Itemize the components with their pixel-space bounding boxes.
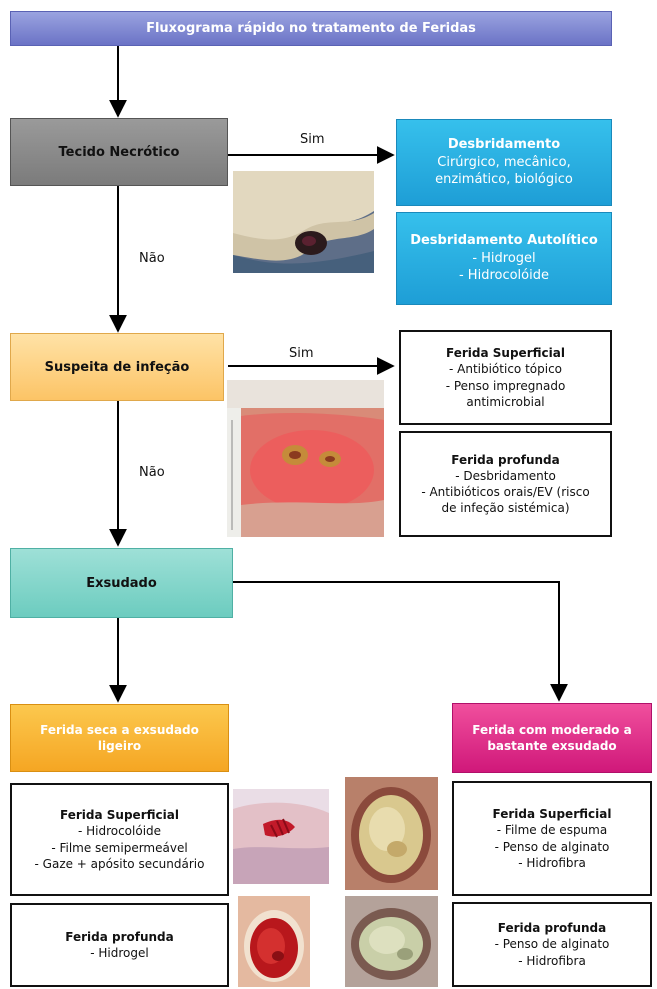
desbridamento-title: Desbridamento bbox=[448, 136, 560, 154]
mod-superficial-line-3: - Hidrofibra bbox=[518, 855, 586, 871]
box-infecao-profunda: Ferida profunda - Desbridamento - Antibi… bbox=[399, 431, 612, 537]
label-nao-1: Não bbox=[139, 251, 165, 266]
desbridamento-line-2: enzimático, biológico bbox=[435, 171, 573, 189]
photo-superficial-dry-wound bbox=[233, 789, 329, 884]
photo-infected-wound bbox=[227, 380, 384, 537]
box-moderado-superficial: Ferida Superficial - Filme de espuma - P… bbox=[452, 781, 652, 896]
mod-profunda-title: Ferida profunda bbox=[498, 920, 607, 936]
seca-profunda-line-1: - Hidrogel bbox=[90, 945, 148, 961]
flowchart-title-box: Fluxograma rápido no tratamento de Ferid… bbox=[10, 11, 612, 46]
node-tecido-necrotico-label: Tecido Necrótico bbox=[59, 145, 180, 160]
inf-profunda-line-3: de infeção sistémica) bbox=[441, 500, 569, 516]
inf-superficial-line-2: - Penso impregnado bbox=[446, 378, 566, 394]
node-ferida-moderado: Ferida com moderado a bastante exsudado bbox=[452, 703, 652, 773]
arrow-exsudado-to-moderado bbox=[233, 582, 559, 700]
node-exsudado-label: Exsudado bbox=[86, 576, 157, 591]
ferida-seca-line-2: ligeiro bbox=[98, 738, 141, 754]
node-ferida-seca: Ferida seca a exsudado ligeiro bbox=[10, 704, 229, 772]
autolitico-line-2: - Hidrocolóide bbox=[459, 267, 549, 285]
label-nao-2: Não bbox=[139, 465, 165, 480]
autolitico-title: Desbridamento Autolítico bbox=[410, 232, 598, 250]
flowchart-title: Fluxograma rápido no tratamento de Ferid… bbox=[146, 21, 476, 36]
desbridamento-line-1: Cirúrgico, mecânico, bbox=[437, 154, 570, 172]
inf-superficial-line-1: - Antibiótico tópico bbox=[449, 361, 562, 377]
node-suspeita-infecao-label: Suspeita de infeção bbox=[45, 360, 190, 375]
node-suspeita-infecao: Suspeita de infeção bbox=[10, 333, 224, 401]
mod-superficial-title: Ferida Superficial bbox=[493, 806, 612, 822]
mod-superficial-line-1: - Filme de espuma bbox=[497, 822, 607, 838]
seca-superficial-line-1: - Hidrocolóide bbox=[78, 823, 161, 839]
node-exsudado: Exsudado bbox=[10, 548, 233, 618]
mod-profunda-line-2: - Hidrofibra bbox=[518, 953, 586, 969]
node-tecido-necrotico: Tecido Necrótico bbox=[10, 118, 228, 186]
box-seca-profunda: Ferida profunda - Hidrogel bbox=[10, 903, 229, 987]
autolitico-line-1: - Hidrogel bbox=[472, 250, 535, 268]
seca-superficial-title: Ferida Superficial bbox=[60, 807, 179, 823]
photo-deep-exudative-wound bbox=[345, 896, 438, 987]
ferida-moderado-line-1: Ferida com moderado a bbox=[472, 722, 631, 738]
inf-profunda-line-2: - Antibióticos orais/EV (risco bbox=[421, 484, 589, 500]
box-desbridamento-autolitico: Desbridamento Autolítico - Hidrogel - Hi… bbox=[396, 212, 612, 305]
seca-superficial-line-3: - Gaze + apósito secundário bbox=[35, 856, 205, 872]
ferida-moderado-line-2: bastante exsudado bbox=[487, 738, 616, 754]
label-sim-2: Sim bbox=[289, 346, 314, 361]
inf-superficial-line-3: antimicrobial bbox=[466, 394, 544, 410]
seca-profunda-title: Ferida profunda bbox=[65, 929, 174, 945]
box-desbridamento: Desbridamento Cirúrgico, mecânico, enzim… bbox=[396, 119, 612, 206]
box-seca-superficial: Ferida Superficial - Hidrocolóide - Film… bbox=[10, 783, 229, 896]
photo-superficial-exudative-wound bbox=[345, 777, 438, 890]
inf-profunda-line-1: - Desbridamento bbox=[455, 468, 556, 484]
photo-necrotic-heel bbox=[233, 171, 374, 273]
seca-superficial-line-2: - Filme semipermeável bbox=[51, 840, 187, 856]
photo-deep-dry-wound bbox=[238, 896, 310, 987]
label-sim-1: Sim bbox=[300, 132, 325, 147]
box-infecao-superficial: Ferida Superficial - Antibiótico tópico … bbox=[399, 330, 612, 425]
inf-superficial-title: Ferida Superficial bbox=[446, 345, 565, 361]
mod-profunda-line-1: - Penso de alginato bbox=[495, 936, 610, 952]
ferida-seca-line-1: Ferida seca a exsudado bbox=[40, 722, 199, 738]
box-moderado-profunda: Ferida profunda - Penso de alginato - Hi… bbox=[452, 902, 652, 987]
inf-profunda-title: Ferida profunda bbox=[451, 452, 560, 468]
mod-superficial-line-2: - Penso de alginato bbox=[495, 839, 610, 855]
